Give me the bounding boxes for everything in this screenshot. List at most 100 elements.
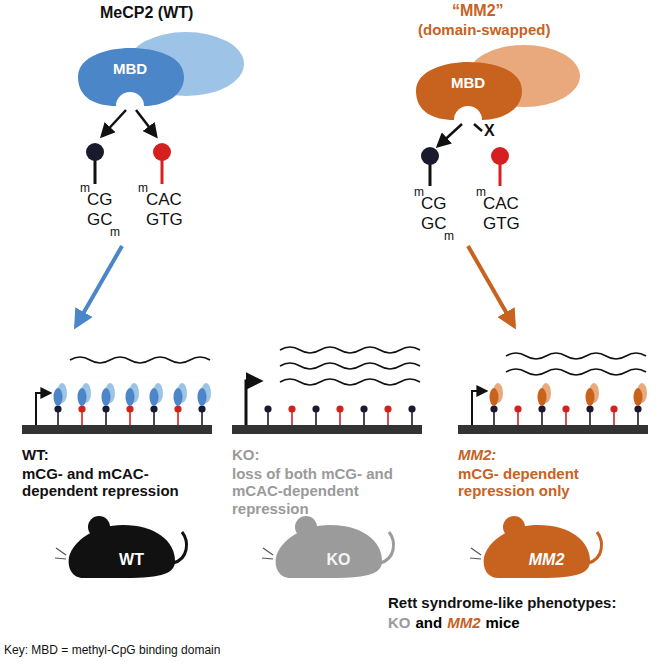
methyl-mark-text: m xyxy=(110,226,120,240)
bound-protein xyxy=(150,388,159,406)
bound-protein xyxy=(126,388,135,406)
mcac-lollipop xyxy=(491,147,509,165)
methyl-mark xyxy=(150,405,157,412)
mouse-figure: MM2 xyxy=(470,505,605,581)
methyl-mark xyxy=(336,405,343,412)
methyl-mark xyxy=(54,405,61,412)
bound-protein xyxy=(78,388,87,406)
gene-bar xyxy=(22,425,212,434)
mouse-figure: KO xyxy=(262,505,397,581)
methyl-mark xyxy=(538,405,545,412)
domain-label: MBD xyxy=(451,74,485,91)
bound-protein xyxy=(490,388,499,406)
bound-protein xyxy=(538,388,547,406)
mouse-outline xyxy=(55,505,190,581)
gene-panel xyxy=(232,347,422,434)
methyl-mark xyxy=(384,405,391,412)
outcome-arrow xyxy=(468,246,514,326)
dna-sequence: CG xyxy=(87,190,113,210)
methyl-mark xyxy=(198,405,205,412)
protein-outline xyxy=(410,60,526,122)
genotype-label: WT xyxy=(119,551,144,569)
methyl-mark xyxy=(408,405,415,412)
methyl-mark xyxy=(490,405,497,412)
gene-bar xyxy=(458,425,648,434)
panel-heading: MeCP2 (WT) xyxy=(100,4,193,22)
transcript-wave xyxy=(280,379,420,385)
phenotype-text: KO xyxy=(388,614,411,631)
transcript-wave xyxy=(506,369,646,375)
gene-panel xyxy=(22,357,212,434)
mcg-lollipop xyxy=(86,143,104,161)
methyl-mark xyxy=(610,405,617,412)
bound-protein xyxy=(102,388,111,406)
binding-arrow xyxy=(438,124,462,146)
methyl-mark xyxy=(264,405,271,412)
bound-protein xyxy=(586,388,595,406)
mcg-lollipop xyxy=(421,147,439,165)
mcac-lollipop xyxy=(153,143,171,161)
methyl-mark xyxy=(126,405,133,412)
binding-arrow xyxy=(136,110,156,136)
methyl-mark xyxy=(562,405,569,412)
block-mark: X xyxy=(484,122,495,140)
methyl-mark xyxy=(288,405,295,412)
phenotype-text: MM2 xyxy=(447,614,480,631)
bound-protein xyxy=(174,388,183,406)
outcome-arrow xyxy=(76,246,122,326)
mbd-protein: MBD xyxy=(410,60,526,122)
methyl-mark xyxy=(634,405,641,412)
methyl-mark xyxy=(586,405,593,412)
methyl-mark xyxy=(514,405,521,412)
outcome-heading: KO: xyxy=(232,446,260,463)
methyl-mark xyxy=(312,405,319,412)
phenotype-text: mice xyxy=(486,614,520,631)
phenotype-text: and xyxy=(416,614,443,631)
transcript-wave xyxy=(70,357,210,363)
key-note: Key: MBD = methyl-CpG binding domain xyxy=(4,644,220,658)
mouse-outline xyxy=(262,505,397,581)
outcome-text: loss of both mCG- and mCAC-dependent rep… xyxy=(232,465,422,517)
promoter-arrow xyxy=(36,393,50,425)
promoter-arrow xyxy=(246,381,260,425)
transcript-wave xyxy=(506,353,646,359)
outcome-text: mCG- dependent repression only xyxy=(458,465,648,500)
genotype-label: MM2 xyxy=(529,551,565,569)
binding-arrow xyxy=(102,110,126,136)
outcome-heading: MM2: xyxy=(458,446,496,463)
blocked-arrow xyxy=(474,124,482,131)
bound-protein xyxy=(198,388,207,406)
methyl-mark xyxy=(78,405,85,412)
dna-sequence: CG xyxy=(421,194,447,214)
dna-sequence: GC xyxy=(87,210,113,230)
dna-sequence: GC xyxy=(421,214,447,234)
dna-sequence: CAC xyxy=(146,190,182,210)
transcript-wave xyxy=(280,363,420,369)
protein-outline xyxy=(72,46,188,108)
methyl-mark xyxy=(102,405,109,412)
genotype-label: KO xyxy=(327,551,351,569)
transcript-wave xyxy=(280,347,420,353)
panel-heading: “MM2” xyxy=(452,2,504,20)
bound-protein xyxy=(634,388,643,406)
domain-label: MBD xyxy=(113,60,147,77)
methyl-mark xyxy=(174,405,181,412)
panel-subheading: (domain-swapped) xyxy=(418,21,551,38)
dna-sequence: GTG xyxy=(146,210,183,230)
outcome-text: mCG- and mCAC-dependent repression xyxy=(22,465,212,500)
phenotype-heading: Rett syndrome-like phenotypes: xyxy=(388,594,616,611)
gene-bar xyxy=(232,425,422,434)
mouse-figure: WT xyxy=(55,505,190,581)
outcome-heading: WT: xyxy=(22,446,49,463)
bound-protein xyxy=(54,388,63,406)
mouse-outline xyxy=(470,505,605,581)
mbd-protein: MBD xyxy=(72,46,188,108)
gene-panel xyxy=(458,353,648,434)
methyl-mark xyxy=(360,405,367,412)
dna-sequence: GTG xyxy=(483,214,520,234)
methyl-mark-text: m xyxy=(444,230,454,244)
phenotype-line: KO andMM2 mice xyxy=(388,614,520,631)
dna-sequence: CAC xyxy=(483,194,519,214)
promoter-arrow xyxy=(472,391,486,425)
